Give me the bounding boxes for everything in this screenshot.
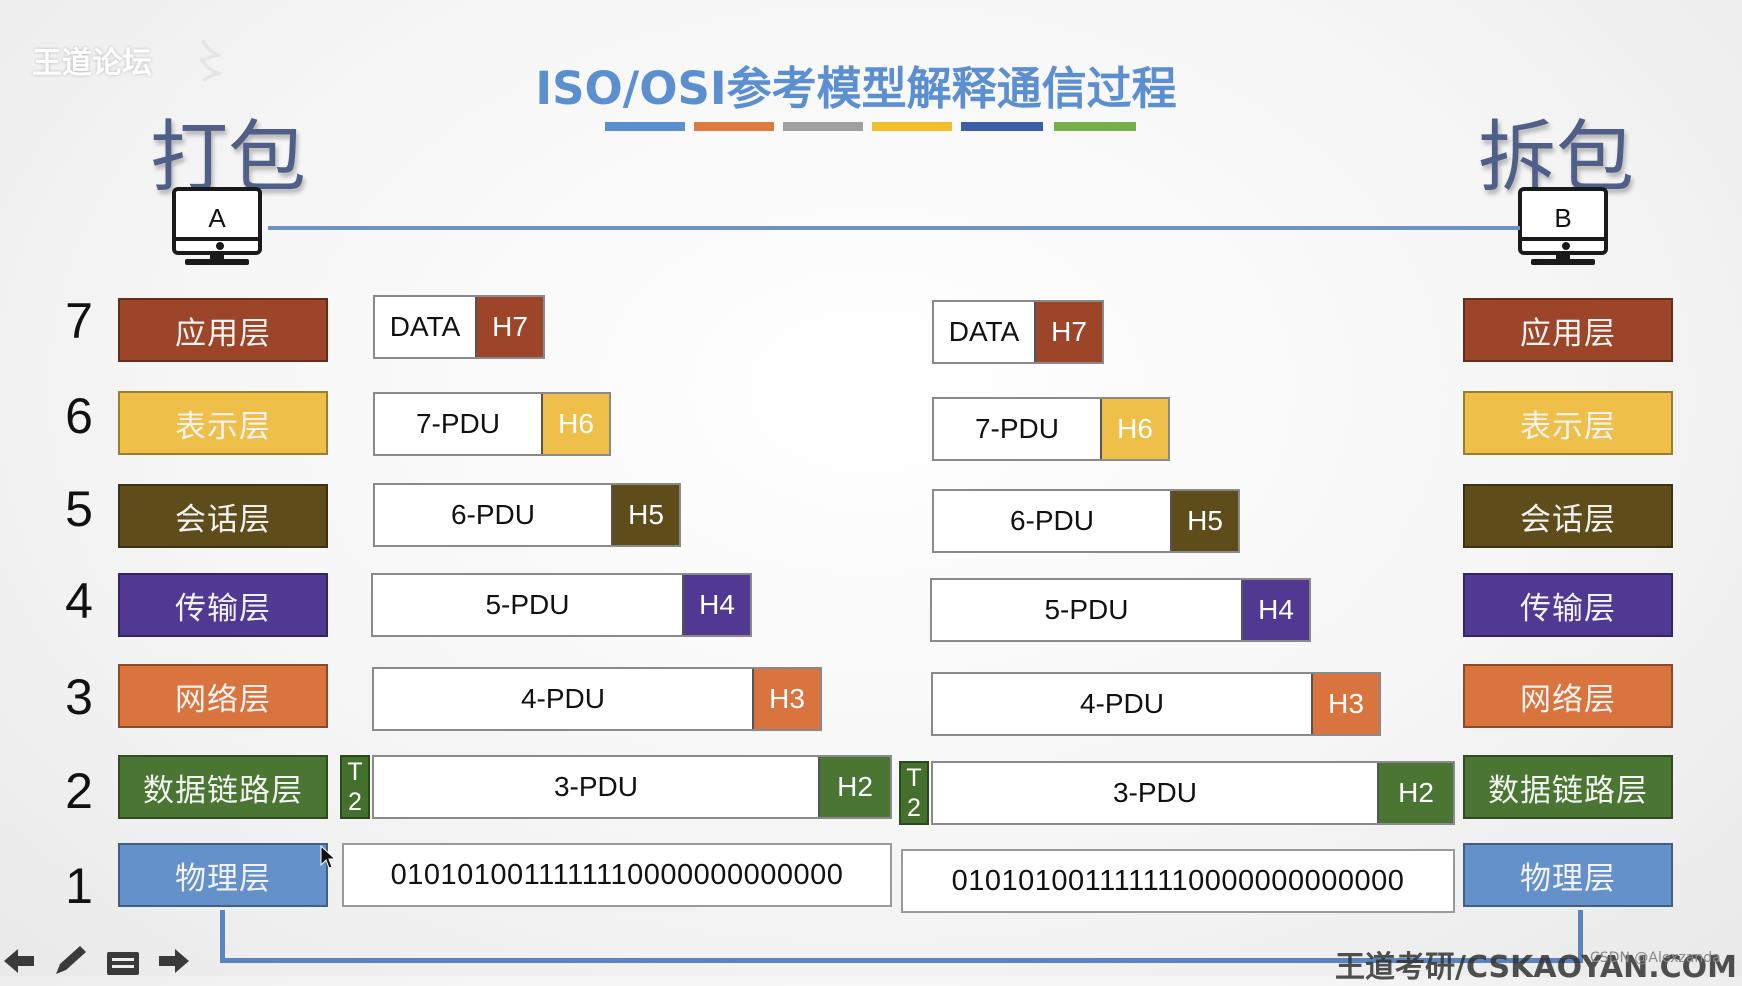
layer-number-1: 1 [65, 858, 93, 914]
csdn-credit: CSDN @Alexzanda [1590, 950, 1721, 966]
title-color-bar-4 [872, 122, 952, 131]
host-a-computer-icon: A [170, 187, 270, 287]
pdu-body: 5-PDU [485, 589, 570, 620]
layer-number-2: 2 [65, 763, 93, 819]
layer-number-3: 3 [65, 669, 93, 725]
previous-slide-icon[interactable] [2, 948, 36, 974]
pdu-body: 6-PDU [450, 499, 535, 530]
trailer-letter: T [347, 757, 363, 786]
layer-number-6: 6 [65, 388, 93, 444]
pdu-body: 4-PDU [1079, 688, 1164, 719]
left-layer-data-link: 数据链路层 [118, 755, 328, 819]
pdu-header: H4 [682, 575, 750, 635]
pdu-body: 4-PDU [520, 683, 605, 714]
layer-number-5: 5 [65, 481, 93, 537]
right-layer-physical: 物理层 [1463, 843, 1673, 907]
left-layer-physical: 物理层 [118, 843, 328, 907]
pdu-header: H2 [818, 757, 890, 817]
pdu-body: DATA [948, 316, 1020, 347]
title-color-bar-6 [1054, 122, 1136, 131]
pdu-header: H6 [1100, 399, 1168, 459]
mouse-cursor-icon [320, 845, 336, 869]
right-trailer-t2: T 2 [899, 761, 929, 825]
watermark-decoration: 〻 [188, 35, 234, 89]
right-layer-presentation: 表示层 [1463, 391, 1673, 455]
right-pdu-layer5: 6-PDU H5 [932, 489, 1240, 553]
pdu-body: 5-PDU [1044, 594, 1129, 625]
pdu-header: H3 [1311, 674, 1379, 734]
left-bitstream: 0101010011111110000000000000 [342, 843, 892, 907]
left-pdu-layer5: 6-PDU H5 [373, 483, 681, 547]
pdu-header: H4 [1241, 580, 1309, 640]
pdu-body: 3-PDU [1112, 777, 1197, 808]
right-layer-transport: 传输层 [1463, 573, 1673, 637]
pdu-header: H3 [752, 669, 820, 729]
pdu-header: H7 [1034, 302, 1102, 362]
pdu-body: 7-PDU [415, 408, 500, 439]
pdu-header: H5 [1170, 491, 1238, 551]
right-layer-application: 应用层 [1463, 298, 1673, 362]
left-trailer-t2: T 2 [340, 755, 370, 819]
trailer-digit: 2 [348, 787, 362, 816]
left-pdu-layer3: 4-PDU H3 [372, 667, 822, 731]
trailer-digit: 2 [907, 793, 921, 822]
pdu-header: H6 [541, 394, 609, 454]
title-color-bar-1 [605, 122, 685, 131]
trailer-letter: T [906, 763, 922, 792]
title-color-bar-2 [694, 122, 774, 131]
right-pdu-layer2: 3-PDU H2 [931, 761, 1455, 825]
pdu-header: H2 [1377, 763, 1453, 823]
title-color-bar-3 [783, 122, 863, 131]
next-slide-icon[interactable] [157, 948, 191, 974]
right-pdu-layer4: 5-PDU H4 [930, 578, 1311, 642]
left-pdu-layer2: 3-PDU H2 [372, 755, 892, 819]
pdu-body: 3-PDU [553, 771, 638, 802]
right-pdu-layer6: 7-PDU H6 [932, 397, 1170, 461]
pdu-body: 7-PDU [974, 413, 1059, 444]
right-layer-session: 会话层 [1463, 484, 1673, 548]
host-a-label: A [208, 203, 226, 233]
pdu-header: H7 [475, 297, 543, 357]
pen-icon[interactable] [52, 944, 88, 976]
title-color-bar-5 [961, 122, 1043, 131]
physical-medium-link [220, 910, 1583, 963]
pdu-header: H5 [611, 485, 679, 545]
left-pdu-layer6: 7-PDU H6 [373, 392, 611, 456]
left-pdu-layer7: DATA H7 [373, 295, 545, 359]
network-link-line [268, 226, 1520, 230]
right-bitstream: 0101010011111110000000000000 [901, 849, 1455, 913]
right-pdu-layer7: DATA H7 [932, 300, 1104, 364]
host-b-computer-icon: B [1516, 187, 1616, 287]
right-pdu-layer3: 4-PDU H3 [931, 672, 1381, 736]
left-layer-transport: 传输层 [118, 573, 328, 637]
right-layer-data-link: 数据链路层 [1463, 755, 1673, 819]
host-b-label: B [1554, 203, 1572, 233]
watermark-logo: 王道论坛 [32, 46, 152, 81]
pdu-body: DATA [389, 311, 461, 342]
left-layer-presentation: 表示层 [118, 391, 328, 455]
menu-icon[interactable] [106, 951, 140, 976]
pdu-body: 6-PDU [1009, 505, 1094, 536]
right-layer-network: 网络层 [1463, 664, 1673, 728]
layer-number-4: 4 [65, 573, 93, 629]
slide-title: ISO/OSI参考模型解释通信过程 [535, 62, 1177, 115]
left-layer-application: 应用层 [118, 298, 328, 362]
left-layer-session: 会话层 [118, 484, 328, 548]
layer-number-7: 7 [65, 293, 93, 349]
left-pdu-layer4: 5-PDU H4 [371, 573, 752, 637]
left-layer-network: 网络层 [118, 664, 328, 728]
